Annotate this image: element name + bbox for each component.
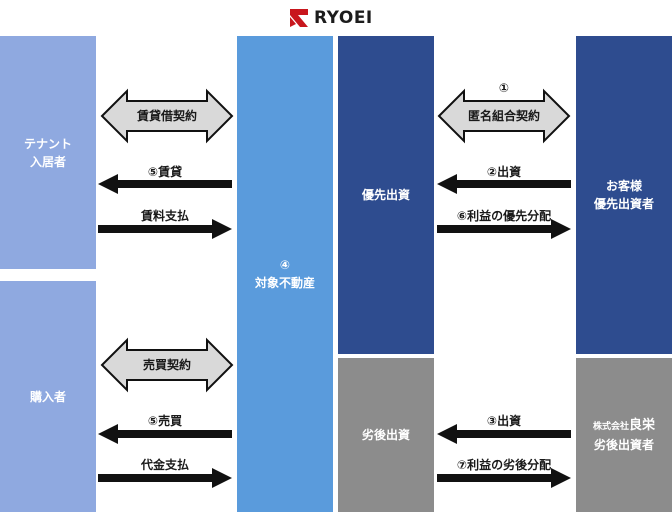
customer-priority-investor-box: お客様 優先出資者 bbox=[576, 36, 672, 354]
profit-subordinate-arrow bbox=[437, 468, 571, 488]
priority-investor-label: 優先出資者 bbox=[593, 197, 654, 211]
lease-contract-double-arrow bbox=[100, 88, 234, 144]
price-payment-label: 代金支払 bbox=[140, 458, 189, 472]
investment-3-label: ③出資 bbox=[486, 414, 522, 428]
brand-name: RYOEI bbox=[314, 8, 373, 28]
buyer-box: 購入者 bbox=[0, 281, 96, 512]
investment-2-label: ②出資 bbox=[486, 165, 522, 179]
ryoei-logo: RYOEI bbox=[288, 6, 388, 30]
investment-3-arrow bbox=[437, 424, 571, 444]
tenant-label-2: 入居者 bbox=[29, 154, 66, 169]
tenant-box: テナント 入居者 bbox=[0, 36, 96, 269]
silent-partnership-number: ① bbox=[498, 81, 510, 95]
company-name: 良栄 bbox=[629, 418, 656, 433]
property-label: 対象不動産 bbox=[254, 276, 315, 290]
company-prefix: 株式会社 bbox=[592, 422, 629, 432]
buyer-label: 購入者 bbox=[29, 389, 66, 404]
customer-label: お客様 bbox=[605, 179, 642, 193]
property-number: ④ bbox=[279, 258, 291, 272]
silent-partnership-double-arrow bbox=[437, 88, 571, 144]
lease-out-label: ⑤賃貸 bbox=[147, 165, 183, 179]
rent-payment-label: 賃料支払 bbox=[140, 209, 189, 223]
lease-out-arrow bbox=[98, 174, 232, 194]
subordinate-investment-box: 劣後出資 bbox=[338, 358, 434, 512]
profit-subordinate-label: ⑦利益の劣後分配 bbox=[456, 458, 552, 472]
investment-2-arrow bbox=[437, 174, 571, 194]
profit-priority-label: ⑥利益の優先分配 bbox=[456, 209, 552, 223]
property-box: ④ 対象不動産 bbox=[237, 36, 333, 512]
ryoei-company-line: 株式会社良栄 bbox=[593, 416, 655, 436]
sale-out-arrow bbox=[98, 424, 232, 444]
profit-priority-arrow bbox=[437, 219, 571, 239]
priority-investment-box: 優先出資 bbox=[338, 36, 434, 354]
subordinate-investor-label: 劣後出資者 bbox=[593, 438, 654, 452]
ryoei-logo-mark-icon bbox=[290, 9, 308, 27]
sale-out-label: ⑤売買 bbox=[147, 414, 183, 428]
price-payment-arrow bbox=[98, 468, 232, 488]
sale-contract-double-arrow bbox=[100, 337, 234, 393]
subordinate-investment-label: 劣後出資 bbox=[361, 428, 410, 442]
sale-contract-label: 売買契約 bbox=[142, 358, 191, 372]
silent-partnership-label: 匿名組合契約 bbox=[467, 109, 540, 123]
lease-contract-label: 賃貸借契約 bbox=[136, 109, 197, 123]
priority-investment-label: 優先出資 bbox=[361, 188, 410, 202]
tenant-label-1: テナント bbox=[23, 136, 72, 151]
ryoei-subordinate-investor-box: 株式会社良栄 劣後出資者 bbox=[576, 358, 672, 512]
rent-payment-arrow bbox=[98, 219, 232, 239]
